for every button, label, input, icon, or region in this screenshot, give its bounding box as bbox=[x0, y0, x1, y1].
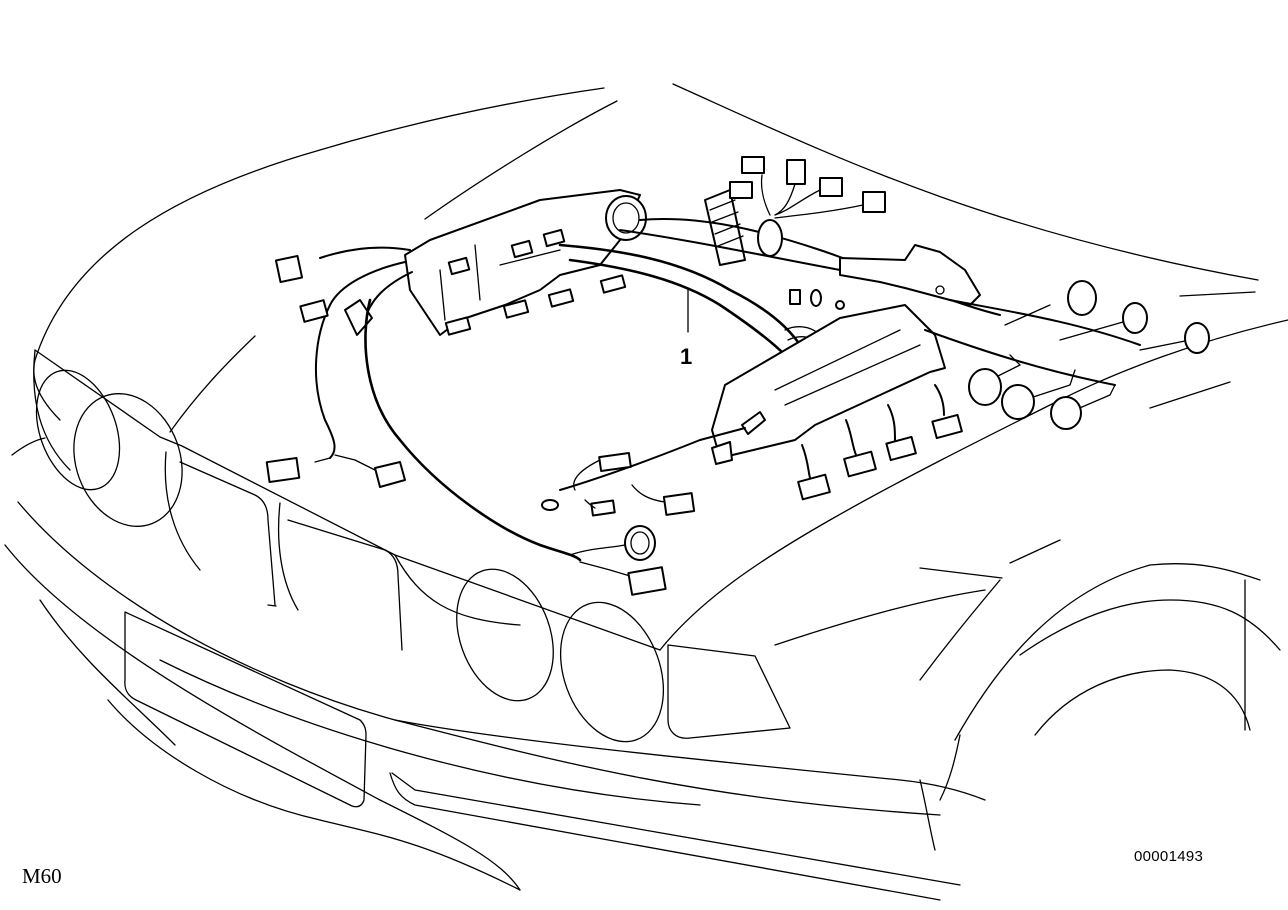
corrugated-sleeve bbox=[704, 189, 823, 346]
car-body-outline bbox=[4, 83, 1288, 901]
image-code-label: 00001493 bbox=[1134, 848, 1204, 865]
callout-part-1[interactable]: 1 bbox=[680, 344, 693, 369]
model-label: M60 bbox=[22, 864, 62, 888]
wiring-harness bbox=[265, 156, 1210, 596]
